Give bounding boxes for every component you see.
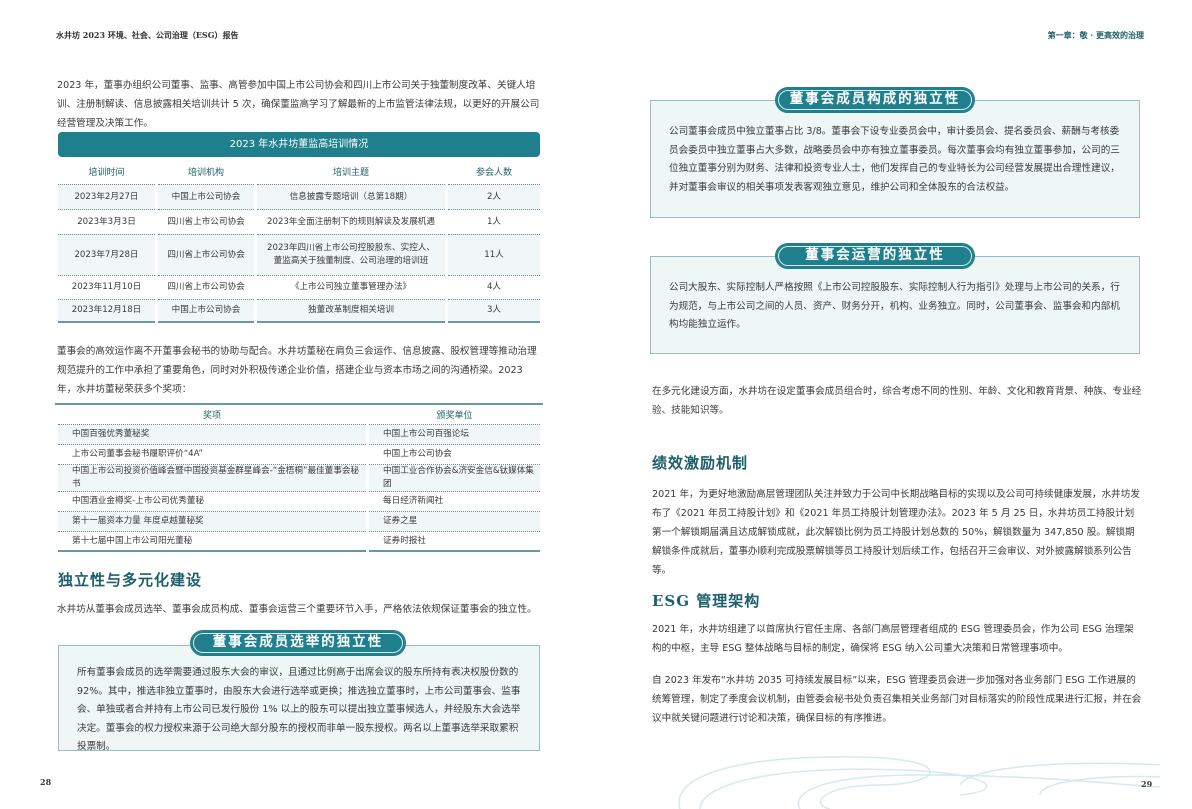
table-cell: 1人 [448, 209, 540, 234]
table-cell: 中国上市公司百强论坛 [369, 425, 540, 445]
election-box: 所有董事会成员的选举需要通过股东大会的审议，且通过比例高于出席会议的股东所持有表… [58, 645, 540, 752]
table-cell: 中国上市公司协会 [158, 184, 254, 209]
col-header: 颁奖单位 [369, 405, 540, 425]
election-banner: 董事会成员选举的独立性 [190, 630, 406, 656]
table-cell: 中国上市公司协会 [369, 445, 540, 465]
operation-text: 公司大股东、实际控制人严格按照《上市公司控股股东、实际控制人行为指引》处理与上市… [669, 282, 1120, 330]
table-cell: 2023年全面注册制下的规则解读及发展机遇 [257, 209, 445, 234]
esg-paragraph-2: 自 2023 年发布“水井坊 2035 可持续发展目标”以来，ESG 管理委员会… [652, 675, 1142, 724]
intro-paragraph: 2023 年，董事办组织公司董事、监事、高管参加中国上市公司协会和四川上市公司关… [57, 80, 540, 129]
table-cell: 3人 [448, 299, 540, 323]
table-cell: 第十七届中国上市公司阳光董秘 [58, 532, 366, 552]
col-header: 培训主题 [332, 167, 369, 178]
page-number-left: 28 [40, 777, 52, 787]
diversity-paragraph: 在多元化建设方面，水井坊在设定董事会成员组合时，综合考虑不同的性别、年龄、文化和… [652, 386, 1142, 416]
table-cell: 证券之星 [369, 512, 540, 532]
table-cell: 中国酒业金樽奖-上市公司优秀董秘 [58, 492, 366, 512]
table-cell: 四川省上市公司协会 [158, 209, 254, 234]
composition-text: 公司董事会成员中独立董事占比 3/8。董事会下设专业委员会中，审计委员会、提名委… [669, 126, 1120, 193]
table-row: 2023年2月27日中国上市公司协会信息披露专题培训（总第18期）2人 [58, 184, 540, 209]
col-header: 培训时间 [88, 167, 125, 178]
table-cell: 11人 [448, 234, 540, 275]
col-header: 奖项 [58, 405, 366, 425]
table-row: 上市公司董事会秘书履职评价“4A”中国上市公司协会 [58, 445, 540, 465]
chapter-header: 第一章：敬 · 更高效的治理 [1047, 30, 1144, 40]
training-table: 培训时间 培训机构 培训主题 参会人数 2023年2月27日中国上市公司协会信息… [55, 158, 543, 323]
election-text: 所有董事会成员的选举需要通过股东大会的审议，且通过比例高于出席会议的股东所持有表… [77, 667, 521, 752]
composition-banner: 董事会成员构成的独立性 [775, 87, 975, 113]
operation-banner: 董事会运营的独立性 [775, 243, 975, 269]
table-cell: 2023年11月10日 [58, 275, 155, 299]
section-title: 独立性与多元化建设 [58, 571, 203, 589]
wave-decoration [678, 756, 1160, 809]
table-row: 中国百强优秀董秘奖中国上市公司百强论坛 [58, 425, 540, 445]
table-cell: 第十一届资本力量 年度卓越董秘奖 [58, 512, 366, 532]
table-cell: 中国工业合作协会&济安金信&钛媒体集团 [369, 465, 540, 492]
table-cell: 每日经济新闻社 [369, 492, 540, 512]
table-cell: 中国上市公司协会 [158, 299, 254, 323]
esg-title: ESG 管理架构 [652, 592, 761, 610]
report-header: 水井坊 2023 环境、社会、公司治理（ESG）报告 [56, 30, 239, 40]
operation-box: 公司大股东、实际控制人严格按照《上市公司控股股东、实际控制人行为指引》处理与上市… [650, 256, 1140, 354]
incentive-paragraph: 2021 年，为更好地激励高层管理团队关注并致力于公司中长期战略目标的实现以及公… [652, 489, 1140, 576]
table-cell: 2023年四川省上市公司控股股东、实控人、董监高关于独董制度、公司治理的培训班 [257, 234, 445, 275]
table-cell: 四川省上市公司协会 [158, 275, 254, 299]
col-header: 参会人数 [475, 167, 512, 178]
table-row: 2023年11月10日四川省上市公司协会《上市公司独立董事管理办法》4人 [58, 275, 540, 299]
table-cell: 中国百强优秀董秘奖 [58, 425, 366, 445]
table-cell: 上市公司董事会秘书履职评价“4A” [58, 445, 366, 465]
col-header: 培训机构 [187, 167, 224, 178]
table-cell: 证券时报社 [369, 532, 540, 552]
table-row: 中国酒业金樽奖-上市公司优秀董秘每日经济新闻社 [58, 492, 540, 512]
table-cell: 中国上市公司投资价值峰会暨中国投资基金群星峰会-“金梧桐”最佳董事会秘书 [58, 465, 366, 492]
table-cell: 四川省上市公司协会 [158, 234, 254, 275]
table-cell: 独董改革制度相关培训 [257, 299, 445, 323]
table-cell: 2023年2月27日 [58, 184, 155, 209]
table-row: 第十一届资本力量 年度卓越董秘奖证券之星 [58, 512, 540, 532]
table-cell: 2人 [448, 184, 540, 209]
table-cell: 2023年7月28日 [58, 234, 155, 275]
table-cell: 2023年12月18日 [58, 299, 155, 323]
section-paragraph: 水井坊从董事会成员选举、董事会成员构成、董事会运营三个重要环节入手，严格依法依规… [57, 604, 537, 615]
composition-box: 公司董事会成员中独立董事占比 3/8。董事会下设专业委员会中，审计委员会、提名委… [650, 100, 1140, 218]
table-row: 中国上市公司投资价值峰会暨中国投资基金群星峰会-“金梧桐”最佳董事会秘书中国工业… [58, 465, 540, 492]
table-cell: 4人 [448, 275, 540, 299]
awards-table: 奖项 颁奖单位 中国百强优秀董秘奖中国上市公司百强论坛上市公司董事会秘书履职评价… [55, 403, 543, 552]
incentive-title: 绩效激励机制 [652, 454, 749, 472]
page-number-right: 29 [1141, 779, 1153, 789]
table-cell: 2023年3月3日 [58, 209, 155, 234]
table-cell: 《上市公司独立董事管理办法》 [257, 275, 445, 299]
training-table-title: 2023 年水井坊董监高培训情况 [58, 132, 540, 157]
table-row: 第十七届中国上市公司阳光董秘证券时报社 [58, 532, 540, 552]
table-cell: 信息披露专题培训（总第18期） [257, 184, 445, 209]
esg-paragraph-1: 2021 年，水井坊组建了以首席执行官任主席、各部门高层管理者组成的 ESG 管… [652, 624, 1134, 654]
secretary-paragraph: 董事会的高效运作离不开董事会秘书的协助与配合。水井坊董秘在肩负三会运作、信息披露… [57, 346, 537, 395]
